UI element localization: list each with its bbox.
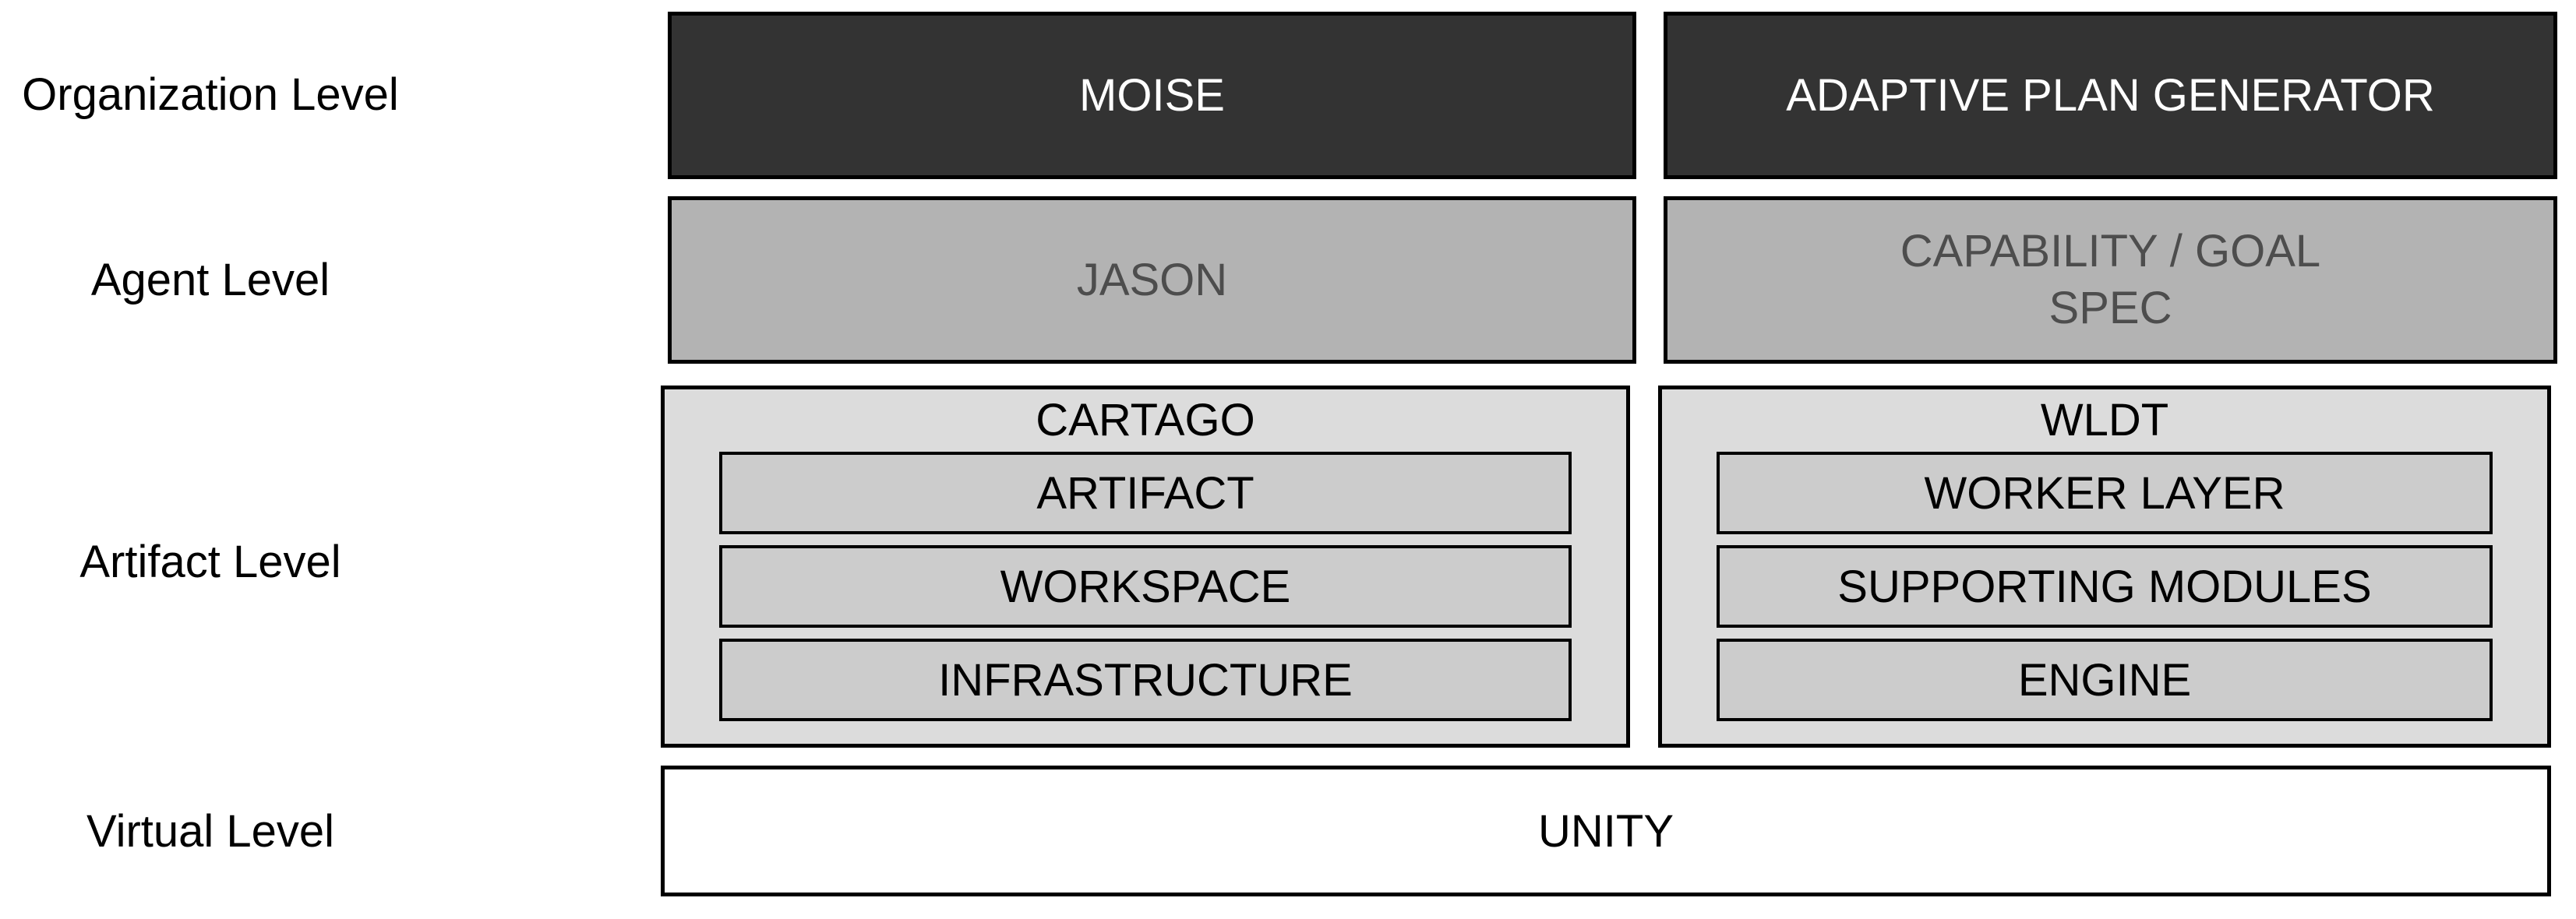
level-label-agent: Agent Level — [90, 255, 330, 305]
adaptive-plan-generator-box: ADAPTIVE PLAN GENERATOR — [1664, 12, 2557, 179]
jason-box: JASON — [668, 196, 1636, 364]
worker-layer-box: WORKER LAYER — [1717, 452, 2493, 534]
cartago-title: CARTAGO — [1036, 395, 1255, 445]
wldt-title: WLDT — [2040, 395, 2169, 445]
workspace-box: WORKSPACE — [719, 545, 1572, 628]
level-label-virtual: Virtual Level — [86, 806, 335, 857]
engine-box: ENGINE — [1717, 639, 2493, 721]
wldt-container: WLDT WORKER LAYER SUPPORTING MODULES ENG… — [1658, 386, 2551, 748]
artifact-box: ARTIFACT — [719, 452, 1572, 534]
level-label-artifact: Artifact Level — [79, 537, 341, 587]
level-label-organization: Organization Level — [22, 69, 399, 120]
capability-goal-spec-box: CAPABILITY / GOAL SPEC — [1664, 196, 2557, 364]
infrastructure-box: INFRASTRUCTURE — [719, 639, 1572, 721]
cartago-container: CARTAGO ARTIFACT WORKSPACE INFRASTRUCTUR… — [661, 386, 1630, 748]
supporting-modules-box: SUPPORTING MODULES — [1717, 545, 2493, 628]
unity-box: UNITY — [661, 766, 2551, 896]
moise-box: MOISE — [668, 12, 1636, 179]
